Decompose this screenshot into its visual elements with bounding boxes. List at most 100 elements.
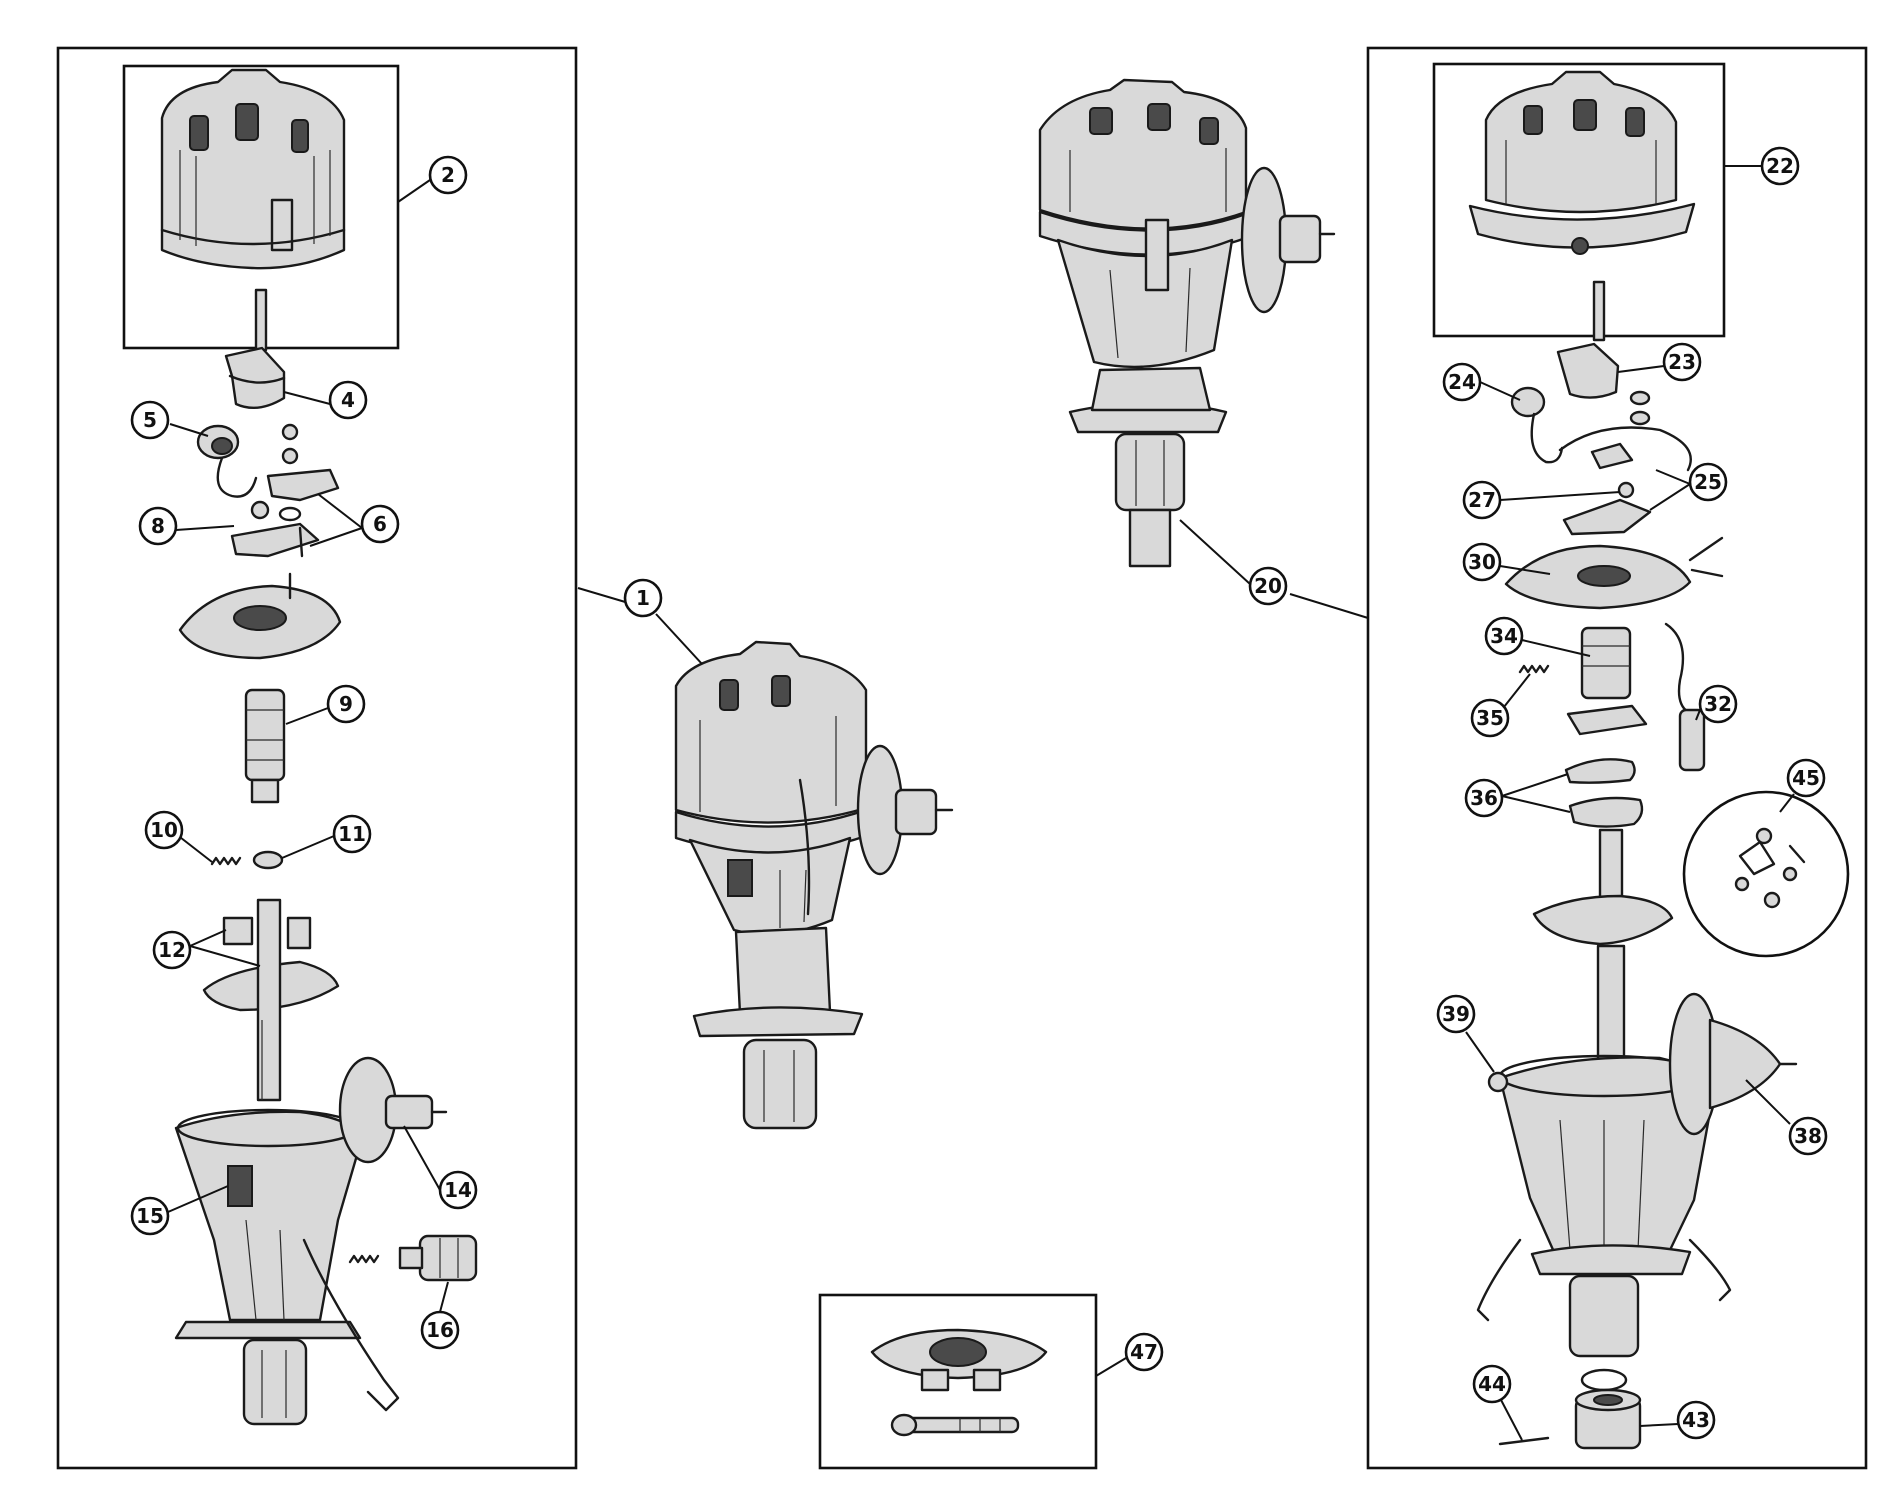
callout-label: 14 xyxy=(444,1178,472,1202)
callout-23: 23 xyxy=(1662,342,1702,382)
distributor-assembly-center xyxy=(674,640,954,1130)
callout-label: 27 xyxy=(1468,488,1496,512)
micrometer-adjuster-left xyxy=(398,1234,478,1282)
capacitor-right xyxy=(1510,386,1564,464)
vacuum-unit-right xyxy=(1668,992,1798,1136)
callout-12: 12 xyxy=(152,930,192,970)
spring-right xyxy=(1518,664,1550,674)
carbon-brush-right xyxy=(1592,280,1606,342)
callout-label: 39 xyxy=(1442,1002,1470,1026)
carbon-brush-left xyxy=(254,288,268,352)
callout-34: 34 xyxy=(1484,616,1524,656)
callout-label: 9 xyxy=(339,692,353,716)
callout-1: 1 xyxy=(623,578,663,618)
callout-label: 4 xyxy=(341,388,355,412)
right-group-frame xyxy=(1366,46,1868,1470)
drive-pin-right xyxy=(1498,1436,1550,1446)
callout-14: 14 xyxy=(438,1170,478,1210)
callout-16: 16 xyxy=(420,1310,460,1350)
bottom-kit-frame xyxy=(818,1293,1098,1470)
rotor-arm-left xyxy=(224,346,286,410)
callout-label: 25 xyxy=(1694,470,1722,494)
distributor-assembly-top xyxy=(1038,78,1336,568)
distributor-body-right xyxy=(1476,1054,1732,1358)
vacuum-unit-left xyxy=(338,1056,448,1164)
cam-left xyxy=(244,688,286,804)
callout-label: 10 xyxy=(150,818,178,842)
callout-label: 35 xyxy=(1476,706,1504,730)
contact-set-right xyxy=(1558,390,1692,536)
callout-label: 23 xyxy=(1668,350,1696,374)
callout-4: 4 xyxy=(328,380,368,420)
callout-label: 5 xyxy=(143,408,157,432)
callout-label: 43 xyxy=(1682,1408,1710,1432)
callout-11: 11 xyxy=(332,814,372,854)
shaft-right xyxy=(1532,828,1674,1078)
callout-8: 8 xyxy=(138,506,178,546)
callout-label: 24 xyxy=(1448,370,1476,394)
capacitor-left xyxy=(196,424,258,498)
adjuster-spring-left xyxy=(348,1254,380,1264)
callout-9: 9 xyxy=(326,684,366,724)
distributor-cap-right xyxy=(1468,70,1696,255)
baseplate-right xyxy=(1504,536,1724,610)
callout-43: 43 xyxy=(1676,1400,1716,1440)
callout-label: 44 xyxy=(1478,1372,1506,1396)
callout-label: 38 xyxy=(1794,1124,1822,1148)
callout-36: 36 xyxy=(1464,778,1504,818)
capacitor-lead-right xyxy=(1664,622,1706,772)
callout-label: 12 xyxy=(158,938,186,962)
callout-label: 36 xyxy=(1470,786,1498,810)
callout-22: 22 xyxy=(1760,146,1800,186)
baseplate-left xyxy=(178,572,342,660)
callout-label: 11 xyxy=(338,822,366,846)
callout-label: 8 xyxy=(151,514,165,538)
leader-lines xyxy=(167,165,1795,1441)
detail-circle-45 xyxy=(1682,790,1850,958)
shaft-weights-left xyxy=(202,898,340,1102)
callout-label: 6 xyxy=(373,512,387,536)
callout-38: 38 xyxy=(1788,1116,1828,1156)
callout-label: 1 xyxy=(636,586,650,610)
callout-30: 30 xyxy=(1462,542,1502,582)
callout-label: 45 xyxy=(1792,766,1820,790)
callout-label: 22 xyxy=(1766,154,1794,178)
callout-45: 45 xyxy=(1786,758,1826,798)
detail-45-parts xyxy=(1734,827,1806,909)
callout-39: 39 xyxy=(1436,994,1476,1034)
callout-label: 30 xyxy=(1468,550,1496,574)
contact-set-left xyxy=(230,423,340,558)
spring-left xyxy=(210,856,242,866)
weight-lower-right xyxy=(1568,796,1644,828)
weight-upper-right xyxy=(1564,758,1636,784)
washer-left xyxy=(252,850,284,870)
callout-35: 35 xyxy=(1470,698,1510,738)
rotor-arm-right xyxy=(1556,342,1620,399)
cap-inset-frame-right xyxy=(1432,62,1726,338)
callout-label: 2 xyxy=(441,163,455,187)
callout-20: 20 xyxy=(1248,566,1288,606)
clamp-plate-kit xyxy=(870,1328,1048,1437)
callout-2: 2 xyxy=(428,155,468,195)
callout-5: 5 xyxy=(130,400,170,440)
callout-label: 15 xyxy=(136,1204,164,1228)
cam-right xyxy=(1566,626,1648,736)
callout-label: 20 xyxy=(1254,574,1282,598)
callout-label: 34 xyxy=(1490,624,1518,648)
callout-27: 27 xyxy=(1462,480,1502,520)
callout-44: 44 xyxy=(1472,1364,1512,1404)
callout-6: 6 xyxy=(360,504,400,544)
left-group-frame xyxy=(56,46,578,1470)
callout-label: 16 xyxy=(426,1318,454,1342)
callout-label: 47 xyxy=(1130,1340,1158,1364)
callout-32: 32 xyxy=(1698,684,1738,724)
drive-dog-right xyxy=(1574,1388,1642,1450)
callout-10: 10 xyxy=(144,810,184,850)
callout-15: 15 xyxy=(130,1196,170,1236)
callout-25: 25 xyxy=(1688,462,1728,502)
thrust-washer-right xyxy=(1580,1368,1628,1392)
distributor-body-left xyxy=(174,1108,400,1426)
callout-47: 47 xyxy=(1124,1332,1164,1372)
distributor-cap-left xyxy=(160,68,346,270)
